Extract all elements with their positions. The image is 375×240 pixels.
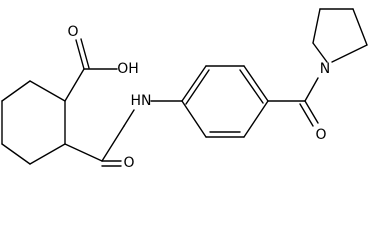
amide-oxygen-label: O: [123, 155, 134, 171]
bond: [64, 143, 103, 162]
double-bond: [75, 39, 85, 70]
bond: [1, 143, 31, 165]
bond: [352, 8, 368, 46]
bond: [1, 80, 31, 102]
bond: [181, 65, 207, 102]
double-bond: [80, 38, 90, 69]
bond: [243, 65, 269, 102]
acid-hydroxyl-label: OH: [117, 61, 139, 77]
benzene-ring: [150, 65, 269, 138]
double-bond: [239, 69, 264, 104]
bond: [29, 143, 66, 165]
bond: [181, 100, 207, 138]
chemical-structure-diagram: O OH O HN O N: [1, 8, 368, 171]
bond: [243, 100, 269, 138]
bond: [29, 80, 66, 102]
bond: [312, 42, 328, 63]
pyrrolidine-nitrogen-label: N: [320, 61, 330, 77]
double-bond: [299, 103, 314, 127]
bond: [64, 68, 85, 102]
double-bond: [185, 69, 210, 105]
bond: [123, 109, 135, 127]
ketone-oxygen-label: O: [315, 127, 326, 143]
bond: [331, 44, 368, 63]
acid-oxygen-label: O: [67, 24, 78, 40]
cyclohexane-ring: [1, 80, 66, 165]
carboxylic-acid-group: O OH: [64, 24, 139, 102]
bond: [304, 77, 319, 102]
double-bond: [304, 100, 319, 124]
amide-group: O HN: [64, 93, 152, 171]
bond: [312, 8, 321, 44]
bond: [101, 125, 125, 162]
ketone-group: O: [267, 77, 327, 143]
amide-nh-label: HN: [131, 93, 152, 109]
pyrrolidine-ring: N: [312, 8, 368, 77]
